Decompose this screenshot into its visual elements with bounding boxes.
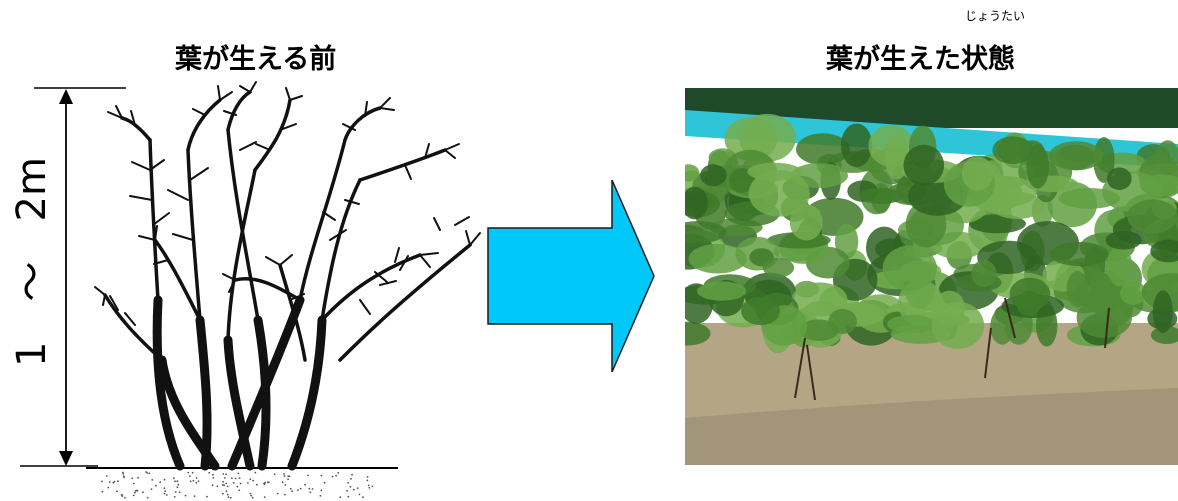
foliage-cluster	[685, 114, 1178, 353]
after-leaves-title: 葉が生えた状態	[826, 45, 1015, 75]
down-arrowhead-icon	[59, 451, 73, 466]
bare-branches	[95, 82, 480, 466]
up-arrowhead-icon	[59, 89, 73, 104]
ruby-annotation: じょうたい	[965, 9, 1025, 23]
leafy-bush-photo	[685, 88, 1178, 465]
transition-arrow-icon	[486, 176, 658, 378]
soil-texture	[101, 471, 373, 499]
leafy-bush-scene	[685, 88, 1178, 465]
